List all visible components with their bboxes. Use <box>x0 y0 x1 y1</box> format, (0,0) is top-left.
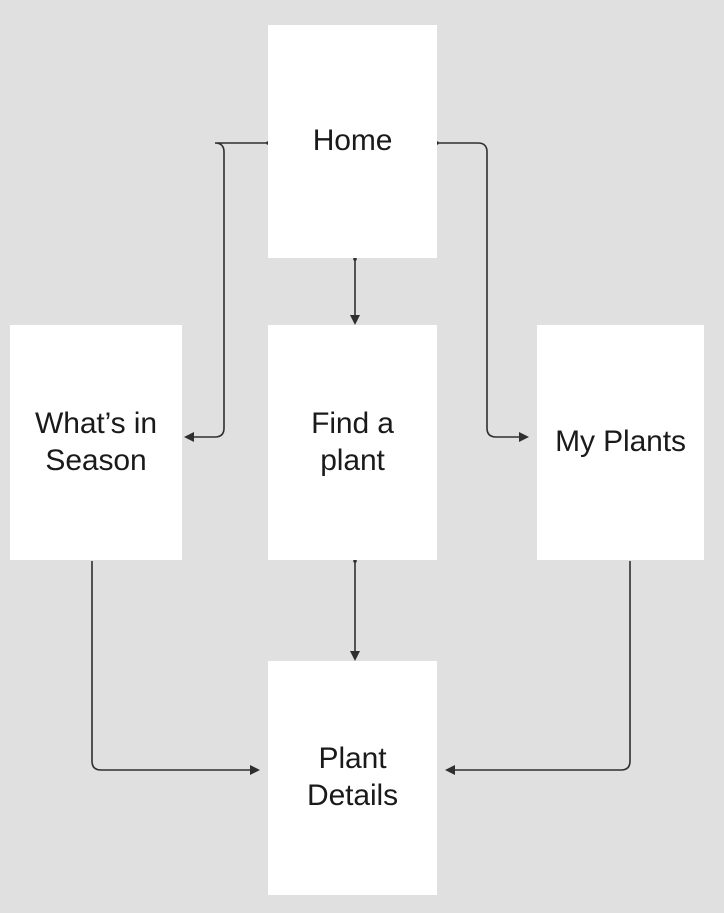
node-whats-in-season[interactable]: What’s in Season <box>10 325 182 560</box>
edge-path <box>453 561 631 771</box>
edge-find-a-plant-to-plant-details <box>350 559 360 661</box>
arrow-head-icon <box>350 651 360 661</box>
edge-my-plants-to-plant-details <box>445 561 631 775</box>
edge-path <box>190 142 268 438</box>
node-plant-details[interactable]: Plant Details <box>268 661 437 895</box>
node-label-find-a-plant: Find a plant <box>311 406 394 477</box>
node-label-home: Home <box>312 124 393 158</box>
edge-path <box>437 142 521 438</box>
edge-home-to-find-a-plant <box>350 257 360 325</box>
edge-home-to-whats-in-season <box>184 141 270 442</box>
node-label-my-plants: My Plants <box>555 425 686 459</box>
node-my-plants[interactable]: My Plants <box>537 325 704 560</box>
arrow-head-icon <box>184 432 194 442</box>
edge-home-to-my-plants <box>435 141 529 442</box>
arrow-head-icon <box>350 315 360 325</box>
node-label-plant-details: Plant Details <box>307 742 398 812</box>
arrow-head-icon <box>519 432 529 442</box>
node-home[interactable]: Home <box>268 25 437 258</box>
arrow-head-icon <box>250 765 260 775</box>
edge-whats-in-season-to-plant-details <box>91 561 260 775</box>
arrow-head-icon <box>445 765 455 775</box>
edge-path <box>91 561 252 771</box>
node-find-a-plant[interactable]: Find a plant <box>268 325 437 560</box>
node-label-whats-in-season: What’s in Season <box>35 406 157 477</box>
